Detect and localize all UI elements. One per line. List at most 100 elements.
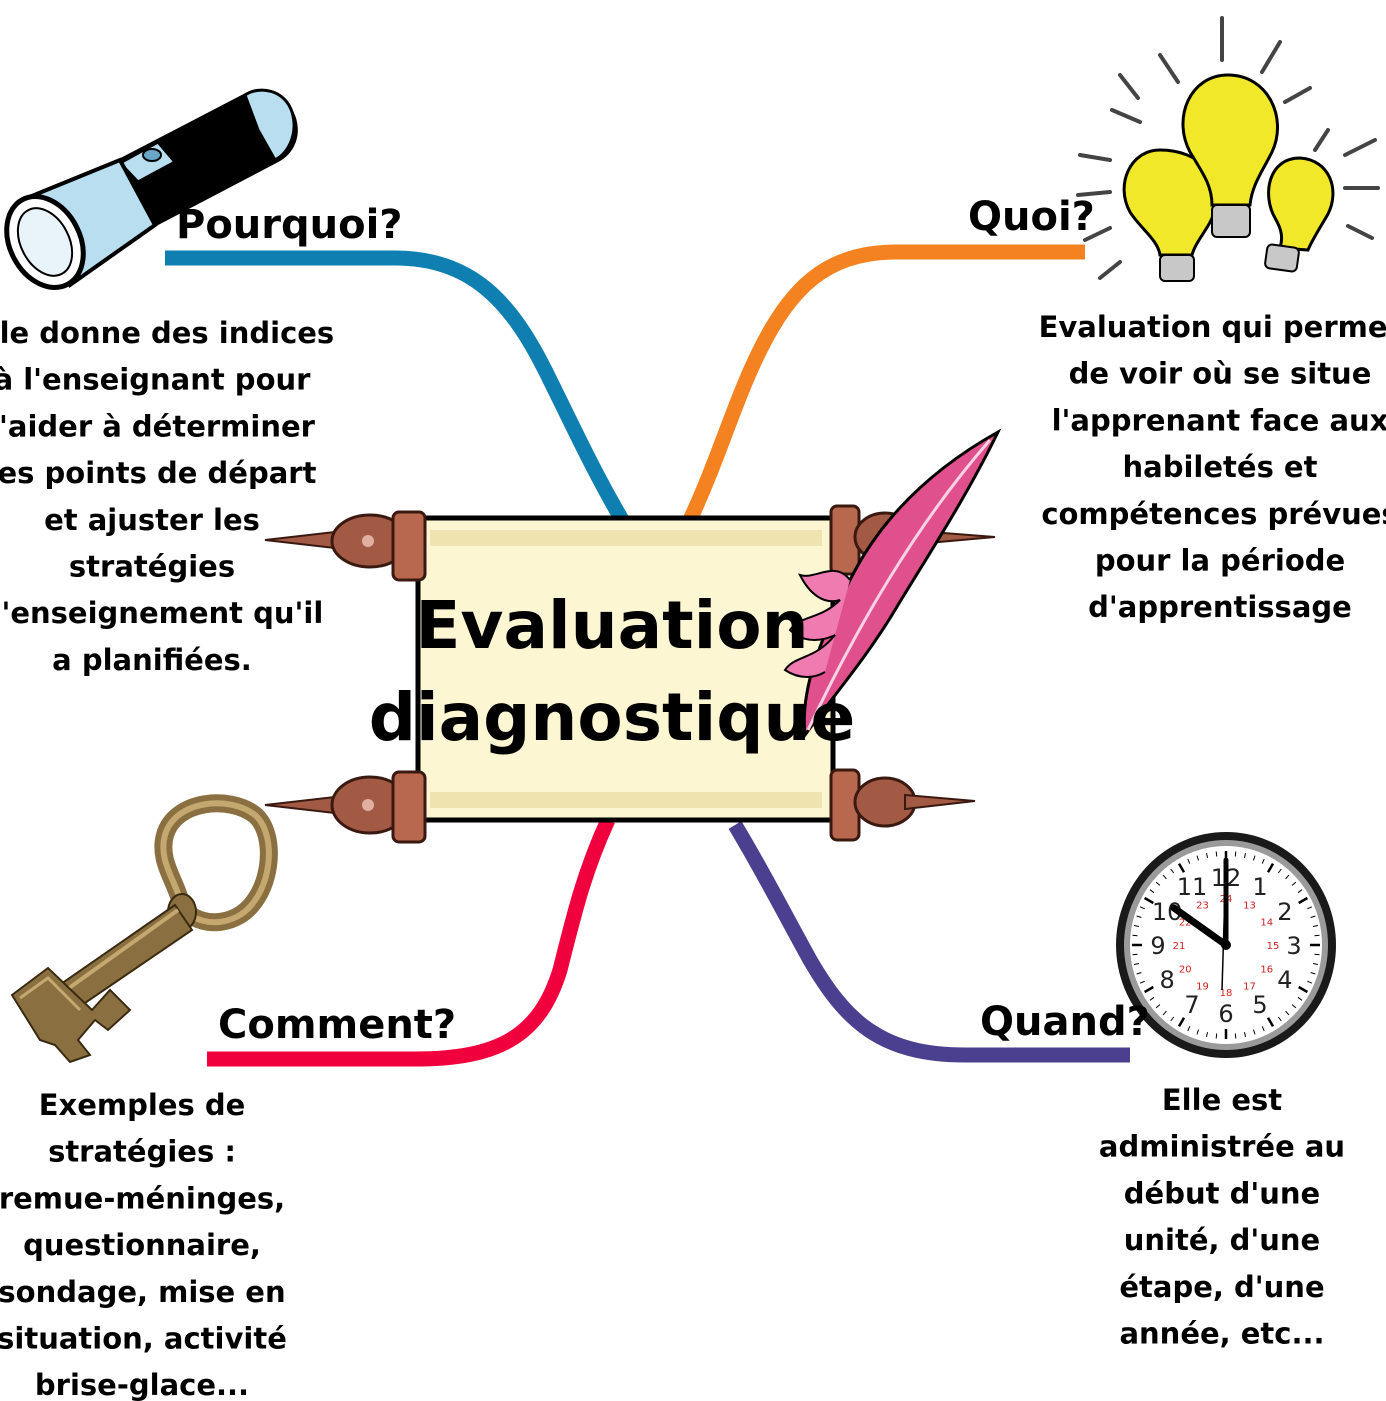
clock-24h-number: 21 — [1173, 941, 1186, 952]
clock-tick — [1312, 925, 1319, 927]
clock-hour-number: 5 — [1252, 991, 1267, 1019]
description-comment-line: Exemples de — [39, 1088, 246, 1122]
description-comment-line: remue-méninges, — [0, 1181, 285, 1215]
clock-tick — [1307, 906, 1313, 910]
clock-tick — [1155, 881, 1161, 886]
clock-tick — [1253, 1029, 1256, 1035]
description-quand-line: début d'une — [1124, 1176, 1320, 1210]
clock-24h-number: 22 — [1179, 918, 1192, 929]
scroll-bottom-rod — [264, 768, 976, 844]
clock-tick — [1277, 1016, 1282, 1022]
description-comment-line: sondage, mise en — [0, 1275, 286, 1309]
clock-tick — [1132, 934, 1138, 937]
description-quoi-line: de voir où se situe — [1069, 357, 1372, 391]
clock-tick — [1215, 1033, 1218, 1039]
clock-tick — [1143, 896, 1154, 905]
clock-tick — [1170, 868, 1175, 874]
description-quand-line: étape, d'une — [1119, 1270, 1324, 1304]
clock-tick — [1266, 1017, 1275, 1028]
clock-tick — [1314, 934, 1320, 937]
clock-hour-number: 11 — [1177, 873, 1208, 901]
clock-tick — [1244, 1031, 1246, 1038]
label-quoi: Quoi? — [968, 194, 1095, 240]
clock-tick — [1136, 972, 1142, 975]
clock-tick — [1298, 985, 1309, 994]
clock-tick — [1187, 858, 1191, 864]
description-comment-line: stratégies : — [48, 1135, 236, 1169]
clock-tick — [1297, 996, 1303, 1001]
clock-tick — [1261, 858, 1265, 864]
description-pourquoi-line: et ajuster les — [44, 503, 260, 537]
clock-tick — [1136, 915, 1142, 918]
clock-hour-number: 8 — [1159, 966, 1174, 994]
clock-tick — [1143, 985, 1154, 994]
description-pourquoi-line: d'enseignement qu'il — [0, 596, 323, 630]
clock-tick — [1139, 906, 1145, 910]
clock-icon: 121234567891011241314151617181920212223 — [1116, 832, 1336, 1058]
clock-24h-number: 19 — [1196, 982, 1209, 993]
label-comment: Comment? — [218, 1002, 456, 1048]
branch-comment — [207, 816, 615, 1067]
clock-tick — [1244, 852, 1246, 859]
center-title-line-2: diagnostique — [369, 679, 855, 756]
clock-hour-number: 9 — [1150, 932, 1165, 960]
clock-tick — [1170, 1016, 1175, 1022]
description-quand-line: administrée au — [1099, 1130, 1345, 1164]
clock-24h-number: 13 — [1243, 900, 1256, 911]
description-quoi-line: Evaluation qui permet — [1039, 310, 1386, 344]
flashlight-icon — [4, 88, 298, 290]
clock-tick — [1215, 851, 1218, 857]
clock-tick — [1155, 1004, 1161, 1009]
clock-tick — [1177, 1017, 1186, 1028]
clock-tick — [1253, 855, 1256, 861]
description-pourquoi-line: les points de départ — [0, 456, 317, 490]
clock-hour-number: 3 — [1286, 932, 1301, 960]
clock-tick — [1196, 855, 1199, 861]
description-quoi-line: compétences prévues — [1041, 497, 1386, 531]
description-pourquoi-line: a planifiées. — [52, 643, 252, 677]
description-comment-line: situation, activité — [0, 1322, 287, 1356]
clock-24h-number: 16 — [1260, 965, 1273, 976]
description-comment-line: brise-glace... — [35, 1368, 249, 1401]
clock-tick — [1196, 1029, 1199, 1035]
clock-tick — [1177, 862, 1186, 873]
description-pourquoi: Elle donne des indices à l'enseignant pou… — [0, 316, 334, 677]
description-quoi-line: d'apprentissage — [1088, 590, 1352, 624]
description-pourquoi-line: l'aider à déterminer — [0, 409, 316, 443]
clock-tick — [1266, 862, 1275, 873]
key-icon — [10, 794, 278, 1064]
clock-tick — [1234, 1033, 1237, 1039]
clock-tick — [1139, 980, 1145, 984]
clock-hour-number: 2 — [1277, 898, 1292, 926]
description-pourquoi-line: Elle donne des indices — [0, 316, 334, 350]
description-quand-line: année, etc... — [1119, 1317, 1324, 1351]
label-pourquoi: Pourquoi? — [176, 202, 403, 248]
clock-hour-number: 4 — [1277, 966, 1292, 994]
clock-tick — [1291, 1004, 1297, 1009]
clock-tick — [1310, 915, 1316, 918]
clock-24h-number: 18 — [1220, 988, 1233, 999]
description-pourquoi-line: à l'enseignant pour — [0, 363, 311, 397]
clock-tick — [1133, 925, 1140, 927]
clock-hour-number: 6 — [1218, 1000, 1233, 1028]
clock-tick — [1285, 874, 1290, 880]
clock-tick — [1133, 963, 1140, 965]
clock-tick — [1314, 953, 1320, 956]
clock-tick — [1298, 896, 1309, 905]
clock-tick — [1162, 1010, 1167, 1016]
clock-tick — [1234, 851, 1237, 857]
center-title-line-1: Evaluation — [415, 587, 808, 664]
clock-24h-number: 14 — [1260, 918, 1273, 929]
description-quoi-line: pour la période — [1095, 544, 1345, 578]
description-quoi-line: l'apprenant face aux — [1052, 403, 1386, 437]
clock-tick — [1310, 972, 1316, 975]
clock-tick — [1187, 1026, 1191, 1032]
clock-tick — [1132, 953, 1138, 956]
lightbulb-icon — [1076, 16, 1380, 282]
clock-tick — [1206, 1031, 1208, 1038]
clock-tick — [1162, 874, 1167, 880]
description-quand-line: Elle est — [1162, 1083, 1282, 1117]
clock-second-hand — [1221, 857, 1227, 991]
clock-24h-number: 15 — [1267, 941, 1280, 952]
